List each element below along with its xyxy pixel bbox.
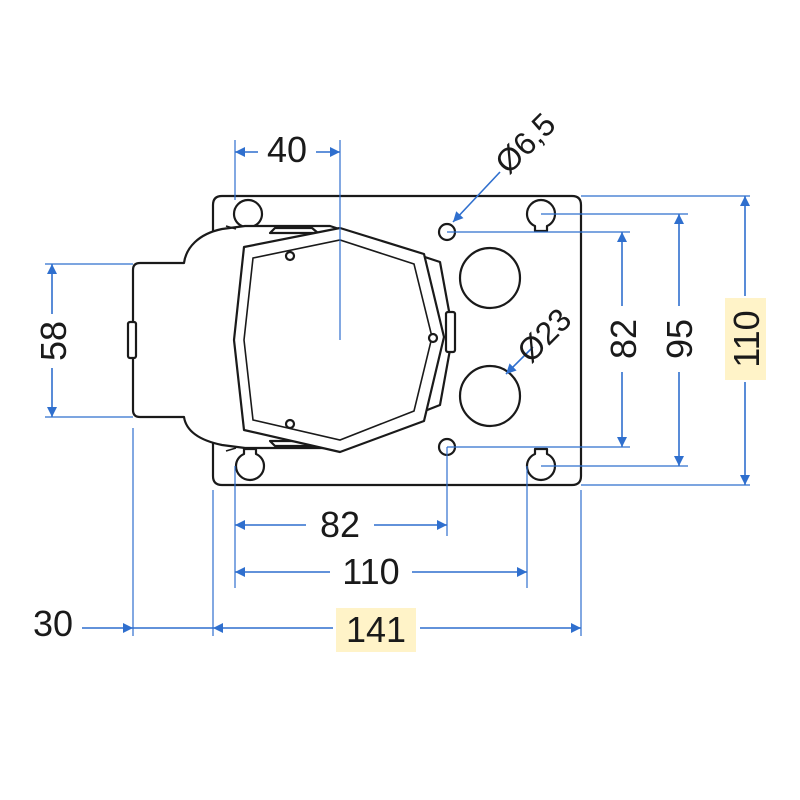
dim-label-110-vertical: 110 — [726, 310, 767, 367]
dim-label-40: 40 — [267, 129, 307, 170]
dim-label-110-horizontal: 110 — [342, 551, 399, 592]
dim-label-95: 95 — [659, 319, 700, 359]
big-hole-lower — [458, 364, 522, 428]
dim-label-30: 30 — [33, 603, 73, 644]
keyhole-bottom-left — [234, 447, 266, 482]
right-clip — [444, 310, 457, 354]
dim-label-82-vertical: 82 — [603, 319, 644, 359]
dim-label-58: 58 — [33, 321, 74, 361]
mounting-plate — [126, 194, 583, 487]
dimension-lines — [47, 147, 750, 633]
hexagonal-cover-inner — [243, 239, 433, 441]
keyhole-top-left — [232, 198, 264, 233]
highlight-110-vertical — [725, 298, 766, 380]
cover-pin-bottom — [284, 418, 296, 430]
cover-pin-top — [284, 250, 296, 262]
hexagonal-cover-outer — [232, 226, 446, 454]
cover-pin-right — [427, 332, 439, 344]
housing-tab-top — [268, 226, 320, 235]
housing-tabs — [225, 225, 237, 452]
dim-label-141: 141 — [346, 609, 406, 650]
dim-label-82-horizontal: 82 — [320, 504, 360, 545]
highlight-141 — [336, 608, 416, 652]
dim-label-hole-diameter: Ø6,5 — [488, 106, 563, 181]
left-clip — [126, 320, 138, 360]
big-hole-upper — [458, 246, 522, 310]
